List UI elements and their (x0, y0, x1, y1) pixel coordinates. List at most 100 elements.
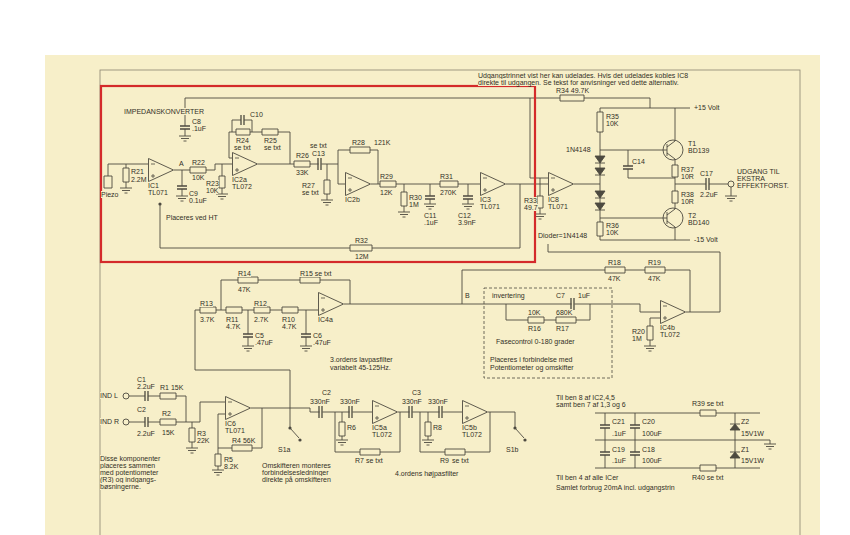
part-label: 2.2uF (137, 383, 155, 390)
op-amp-symbol (345, 172, 371, 196)
op-amp-symbol (372, 400, 398, 424)
part-label: variabelt 45-125Hz. (330, 364, 391, 371)
part-label: T1 (688, 140, 696, 147)
part-label: 2.2M (131, 176, 147, 183)
part-label: S1b (506, 446, 518, 453)
part-label: 12M (355, 253, 369, 260)
part-label: 49.7 (524, 204, 538, 211)
input-polarity-marks (235, 158, 239, 172)
op-amp: IC5aTL072 (372, 400, 398, 438)
part-label: Placeres ved HT (166, 214, 218, 221)
input-polarity-marks (483, 178, 487, 192)
part-label: R11 (226, 316, 238, 323)
part-label: 10K (606, 229, 618, 236)
part-label: Fasecontrol 0-180 grader (496, 338, 575, 345)
op-amp-outline (319, 293, 344, 316)
op-amp-outline (233, 153, 258, 176)
input-polarity-marks (321, 298, 325, 312)
op-amp-outline (149, 159, 174, 182)
part-label: Samlet forbrug 20mA incl. udgangstrin (556, 484, 675, 491)
part-label: IND R (100, 418, 119, 425)
part-label: 12K (380, 189, 392, 196)
op-amp: IC8TL071 (548, 172, 574, 210)
paper-sheet (45, 55, 820, 535)
part-label: R24 (236, 137, 249, 144)
part-label: .47uF (255, 339, 273, 346)
switch-contact (288, 426, 291, 429)
part-label: R40 se txt (692, 474, 724, 481)
part-label: R23 (206, 180, 219, 187)
input-polarity-marks (151, 164, 155, 178)
part-label: forbindelsesledninger (262, 469, 329, 476)
part-label: 10K (606, 120, 618, 127)
part-label: 680K (556, 309, 572, 316)
part-label: Placeres i forbindelse med (490, 356, 573, 363)
part-label: IND L (100, 392, 118, 399)
capacitor-symbols (145, 115, 709, 455)
op-amp-outline (481, 173, 506, 196)
part-label: 4.ordens højpasfilter (395, 470, 458, 477)
input-polarity-marks (663, 306, 667, 320)
part-label: bøsningerne. (100, 483, 141, 490)
part-label: EFFEKTFORST. (737, 182, 789, 189)
output-jack (728, 181, 734, 187)
part-label: R8 (433, 424, 442, 431)
input-polarity-marks (465, 406, 469, 420)
part-label: IMPEDANSKONVERTER (124, 108, 204, 115)
part-label: C3 (412, 389, 421, 396)
part-label: C19 (612, 446, 625, 453)
ic-label: IC2b (345, 196, 371, 203)
part-label: R34 49.7K (556, 87, 589, 94)
part-label: C7 (556, 292, 565, 299)
part-label: direkte på omskifteren (262, 476, 331, 483)
transistor-symbol (663, 140, 683, 160)
part-label: R35 (606, 113, 619, 120)
part-label: se txt (366, 457, 383, 464)
part-label: 2.7K (254, 316, 268, 323)
op-amp: IC4bTL072 (660, 300, 686, 338)
ic-label: IC8 (548, 196, 574, 203)
switch-contact (513, 426, 516, 429)
part-label: R28 (352, 139, 365, 146)
part-label: Z2 (741, 418, 749, 425)
op-amp-symbol (318, 292, 344, 316)
part-label: C20 (642, 418, 655, 425)
part-label: C18 (642, 446, 655, 453)
part-label: R38 (681, 191, 694, 198)
part-label: R31 (440, 173, 453, 180)
part-label: 4.7K (282, 323, 296, 330)
op-amp-symbol (480, 172, 506, 196)
wire-set (290, 413, 770, 468)
part-label: R6 (347, 424, 356, 431)
part-label: C21 (612, 418, 625, 425)
part-label: .1uF (192, 125, 206, 132)
input-polarity-marks (375, 406, 379, 420)
op-amp-outline (463, 401, 488, 424)
ic-label: TL071 (225, 427, 251, 434)
part-label: R10 (282, 316, 295, 323)
ic-label: TL072 (232, 183, 258, 190)
switch-contact (298, 438, 301, 441)
part-label: 10K (206, 187, 218, 194)
dashed-group-box (484, 288, 612, 378)
wires (108, 98, 770, 470)
part-label: Z1 (741, 446, 749, 453)
part-label: R30 (409, 194, 422, 201)
part-label: -15 Volt (694, 236, 718, 243)
part-label: +15 Volt (694, 104, 720, 111)
wire-set (129, 396, 524, 470)
part-label: R26 (296, 152, 309, 159)
part-label: C1 (137, 376, 146, 383)
part-label: 10K (528, 309, 540, 316)
part-label: 330nF (402, 398, 422, 405)
part-label: R21 (131, 168, 144, 175)
junction-dot (158, 202, 161, 205)
part-label: 121K (374, 139, 390, 146)
part-label: Dioder=1N4148 (538, 232, 587, 239)
part-label: R20 (632, 328, 645, 335)
ic-label: IC6 (225, 420, 251, 427)
op-amp-outline (549, 173, 574, 196)
ic-label: TL071 (148, 189, 174, 196)
op-amp-symbol (232, 152, 258, 176)
